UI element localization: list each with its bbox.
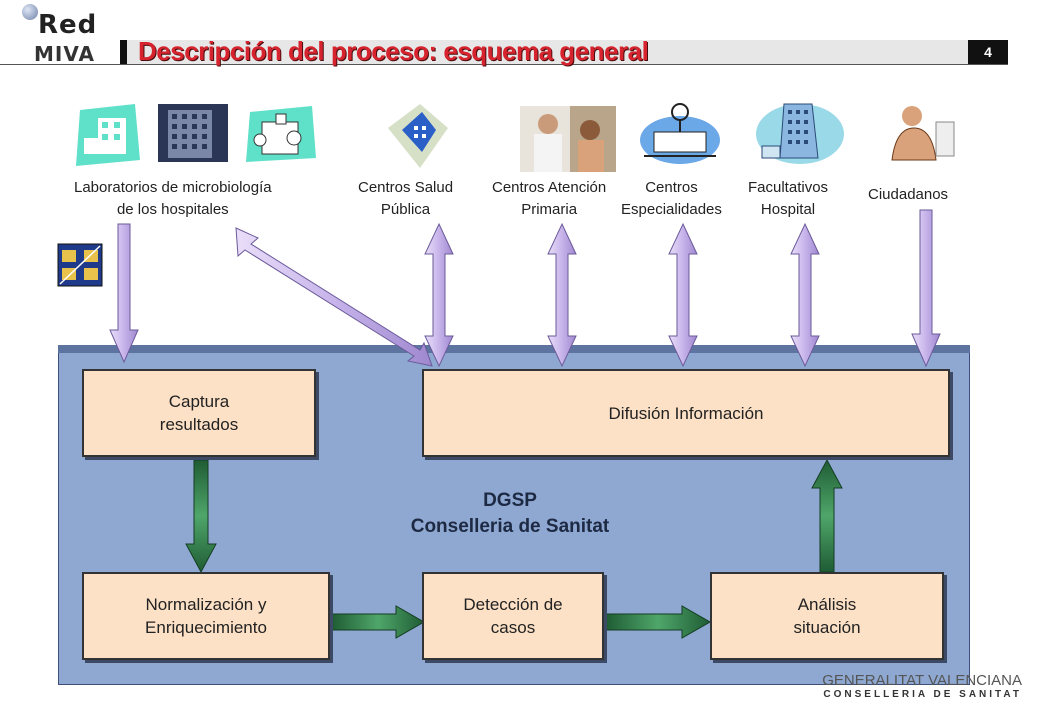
arrow-deteccion-to-analisis [605,605,712,639]
box-analisis-situacion: Análisis situación [710,572,944,660]
box-normalizacion: Normalización y Enriquecimiento [82,572,330,660]
footer-brand: GENERALITAT VALENCIANA CONSELLERIA DE SA… [822,672,1022,700]
actor-label-public-health: Centros Salud Pública [358,179,454,218]
arrow-hospital-doctors-double [790,222,820,368]
logo-text-top: Red [38,10,98,40]
lab-building-icon-1 [76,104,140,166]
dgsp-label: DGSP Conselleria de Sanitat [410,490,610,537]
actor-label-specialties: Centros Especialidades [621,179,722,218]
redmiva-logo: Red MIVA [8,2,118,68]
process-panel-top-edge [58,345,970,353]
box-difusion-informacion: Difusión Información [422,369,950,457]
arrow-captura-to-normalizacion [185,459,217,574]
citizen-person-icon [891,106,955,161]
footer-line-2: CONSELLERIA DE SANITAT [823,689,1022,700]
specialty-center-icon [640,103,720,164]
footer-line-1: GENERALITAT VALENCIANA [822,672,1022,689]
box-captura-resultados: Captura resultados [82,369,316,457]
arrow-specialties-double [668,222,698,368]
logo-text-bottom: MIVA [34,42,95,66]
arrow-analisis-to-difusion [811,458,843,573]
arrow-primary-care-double [547,222,577,368]
arrow-normalizacion-to-deteccion [331,605,426,639]
header-rule [0,64,1008,65]
arrow-public-health-double [424,222,454,368]
primary-care-photo-icon [520,106,616,172]
box-captura-label: Captura resultados [159,392,239,434]
title-accent-bar [120,40,127,64]
title-band [120,40,1008,64]
public-health-building-icon [388,104,448,168]
lab-building-icon-2 [246,106,316,162]
network-computer-icon [57,243,103,287]
box-analisis-label: Análisis situación [793,595,861,637]
box-deteccion-casos: Detección de casos [422,572,604,660]
hospital-tower-icon [756,103,844,164]
arrow-labs-difusion-double [235,227,433,367]
actor-label-primary-care: Centros Atención Primaria [492,179,607,218]
page-number: 4 [968,40,1008,64]
logo-globe-icon [22,4,38,20]
arrow-citizens-to-difusion [911,209,941,368]
box-difusion-label: Difusión Información [608,403,764,423]
arrow-labs-to-captura [109,223,139,364]
actor-label-hospital-doctors: Facultativos Hospital [748,179,829,218]
actor-label-citizens: Ciudadanos [868,186,949,203]
box-deteccion-label: Detección de casos [463,595,563,637]
actor-label-labs: Laboratorios de microbiología de los hos… [74,179,272,218]
box-normalizacion-label: Normalización y Enriquecimiento [145,595,267,637]
hospital-building-icon [158,104,228,162]
page-title: Descripción del proceso: esquema general [138,36,649,66]
